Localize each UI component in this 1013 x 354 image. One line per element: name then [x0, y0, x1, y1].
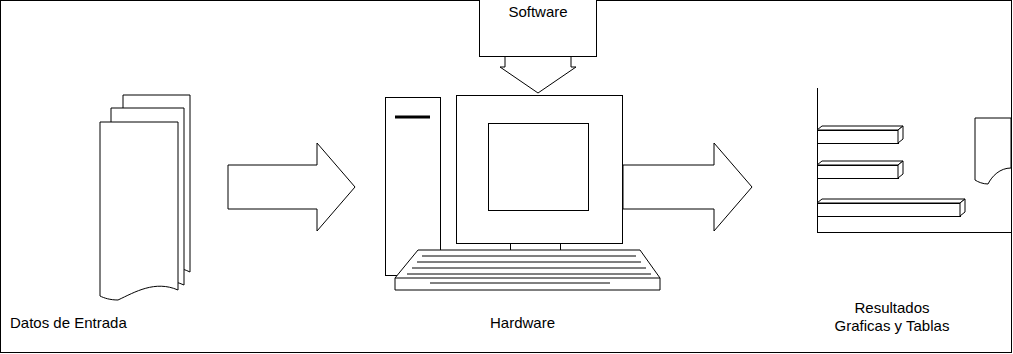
chart-illustration — [817, 88, 1011, 233]
computer-illustration — [386, 96, 661, 291]
component-group: Hardware — [380, 92, 665, 337]
node-label: Resultados Graficas y Tablas — [827, 299, 957, 335]
software-box: Software — [479, 0, 597, 57]
node-label: Datos de Entrada — [10, 314, 196, 332]
document-stack — [100, 95, 190, 300]
node-label: Hardware — [380, 314, 665, 332]
block-arrow — [623, 143, 752, 231]
component-group: Resultados Graficas y Tablas — [800, 85, 1010, 345]
block-arrow — [500, 56, 576, 93]
block-arrow — [228, 143, 355, 231]
component-group: Datos de Entrada — [8, 90, 198, 340]
node-label: Software — [480, 3, 596, 21]
